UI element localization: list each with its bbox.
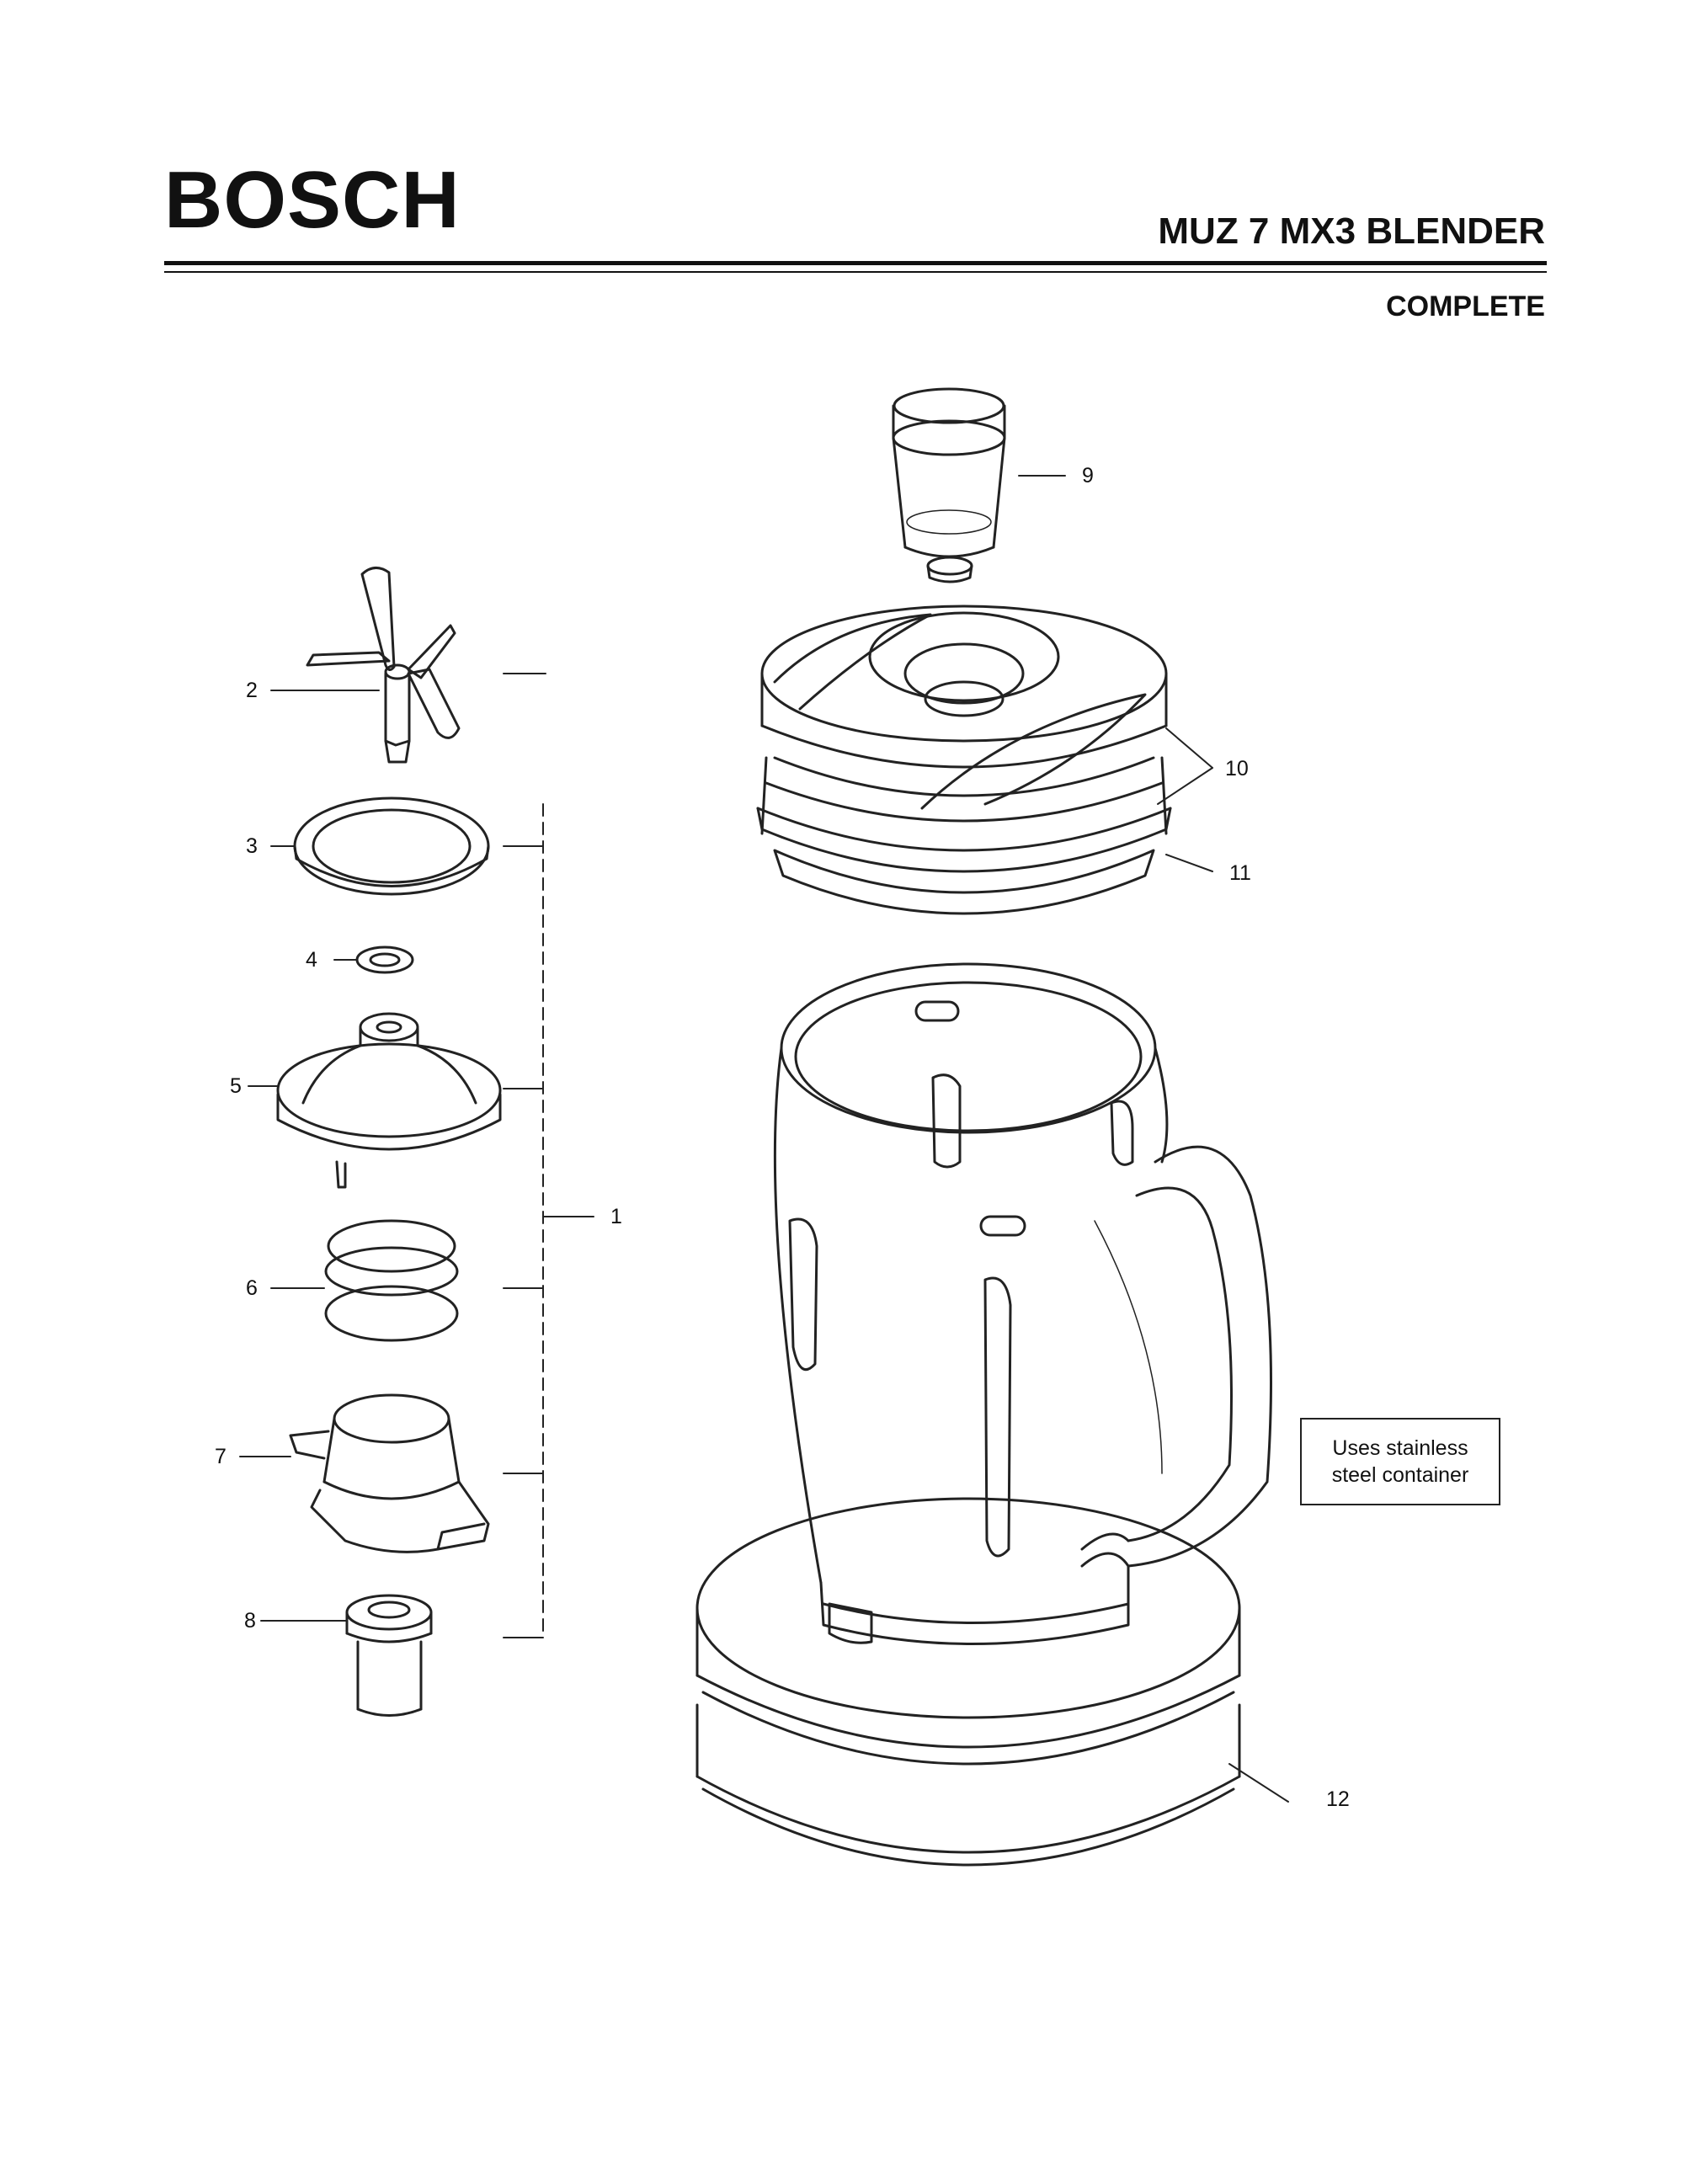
header-rule-thin [164, 271, 1547, 273]
bosch-logo: BOSCH [164, 155, 461, 245]
callout-1: 1 [610, 1205, 622, 1228]
callout-5: 5 [230, 1074, 242, 1098]
measuring-cap-part-9 [892, 387, 1006, 583]
note-line-2: steel container [1331, 1463, 1469, 1487]
callout-11: 11 [1229, 861, 1251, 885]
note-line-1: Uses stainless [1332, 1436, 1468, 1460]
lid-part-10 [760, 605, 1168, 823]
callout-9: 9 [1082, 464, 1094, 487]
callout-2: 2 [246, 679, 258, 702]
coupling-base-part-7 [289, 1393, 490, 1553]
container-note: Uses stainless steel container [1300, 1418, 1500, 1505]
callout-12: 12 [1326, 1787, 1350, 1811]
bearing-housing-part-5 [276, 1012, 502, 1189]
motor-base-part-12 [695, 1497, 1241, 1867]
spring-part-6 [324, 1219, 459, 1342]
callout-6: 6 [246, 1276, 258, 1300]
callout-7: 7 [215, 1445, 226, 1468]
header-rule-thick [164, 261, 1547, 265]
drive-sleeve-part-8 [345, 1594, 433, 1717]
callout-8: 8 [244, 1609, 256, 1633]
page-title: MUZ 7 MX3 BLENDER [1158, 210, 1545, 252]
leader-lines [239, 475, 1289, 1803]
washer-part-4 [355, 946, 414, 974]
blade-part-2 [306, 567, 461, 764]
callout-3: 3 [246, 834, 258, 858]
lid-seal-part-11 [756, 756, 1172, 915]
callout-4: 4 [306, 948, 317, 972]
ring-gasket-part-3 [293, 796, 490, 896]
stainless-container [773, 962, 1272, 1645]
page-subtitle: COMPLETE [1386, 290, 1545, 322]
callout-10: 10 [1225, 757, 1249, 780]
